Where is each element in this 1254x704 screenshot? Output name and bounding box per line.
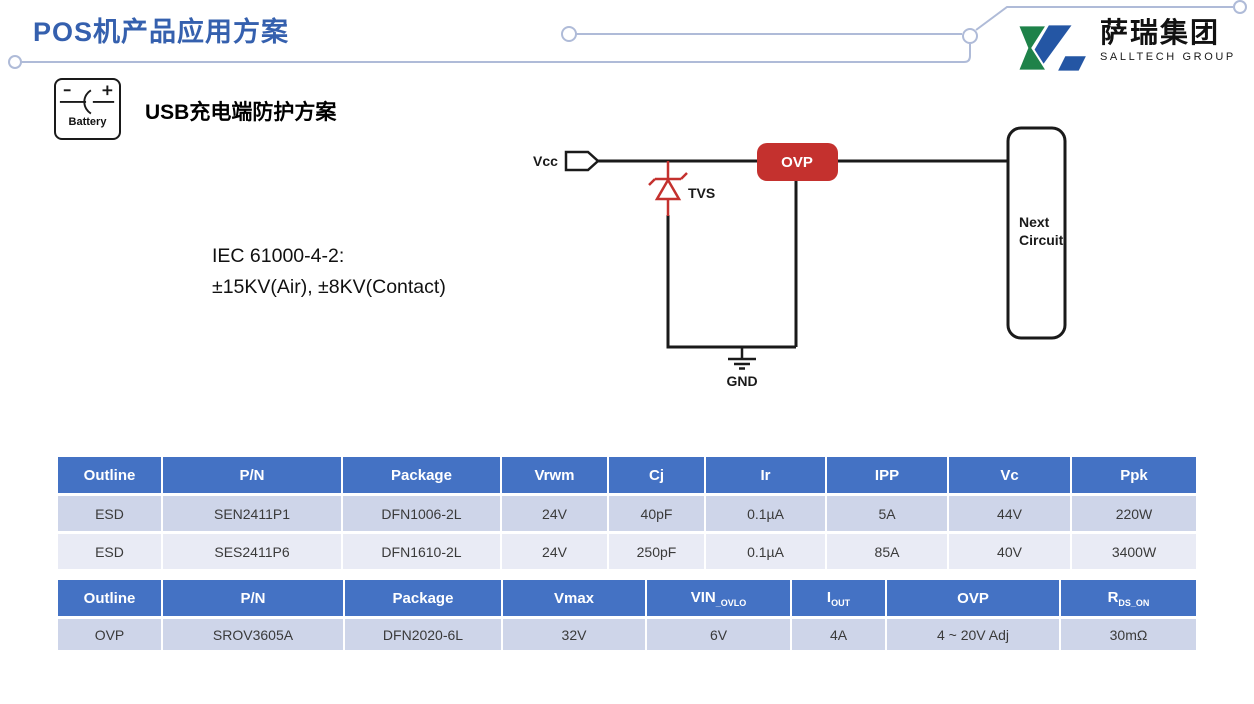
table-cell: SROV3605A xyxy=(163,616,345,650)
tvs-diode-icon xyxy=(648,161,688,216)
next-circuit-block xyxy=(1006,126,1067,340)
table-cell: 85A xyxy=(827,531,949,569)
table-cell: 250pF xyxy=(609,531,706,569)
iec-line1: IEC 61000-4-2: xyxy=(212,245,345,267)
table-cell: 0.1µA xyxy=(706,493,827,531)
table-cell: DFN2020-6L xyxy=(345,616,503,650)
heading-prefix: USB xyxy=(145,101,190,124)
deco-node-circle xyxy=(1233,0,1247,14)
logo-blue-foot xyxy=(1058,56,1086,71)
table-header-cell: RDS_ON xyxy=(1061,580,1196,616)
table-header-cell: Vrwm xyxy=(502,457,609,493)
vcc-label: Vcc xyxy=(533,153,558,169)
iec-line2: ±15KV(Air), ±8KV(Contact) xyxy=(212,276,446,298)
table-cell: 5A xyxy=(827,493,949,531)
wire-bottom-return xyxy=(666,215,796,349)
table-header-cell: Ir xyxy=(706,457,827,493)
logo-name-cn: 萨瑞集团 xyxy=(1100,17,1221,48)
iec-standard-note: IEC 61000-4-2: ±15KV(Air), ±8KV(Contact) xyxy=(212,241,446,303)
table-header-cell: IOUT xyxy=(792,580,887,616)
circuit-diagram: Vcc TVS OVP GND Next Circuit xyxy=(533,126,1067,389)
vcc-connector-icon xyxy=(564,150,600,172)
table-header-cell: P/N xyxy=(163,580,345,616)
table-header-cell: IPP xyxy=(827,457,949,493)
table-header-cell: Vc xyxy=(949,457,1072,493)
table-cell: SES2411P6 xyxy=(163,531,343,569)
table-cell: ESD xyxy=(58,493,163,531)
deco-long-line xyxy=(21,44,971,63)
ovp-label: OVP xyxy=(781,154,813,171)
logo-name-en: SALLTECH GROUP xyxy=(1100,51,1236,63)
deco-diagonal-line xyxy=(975,6,1233,31)
table-cell: 220W xyxy=(1072,493,1196,531)
table-header-cell: Outline xyxy=(58,457,163,493)
table-cell: 40V xyxy=(949,531,1072,569)
table-cell: 0.1µA xyxy=(706,531,827,569)
table-cell: SEN2411P1 xyxy=(163,493,343,531)
battery-symbol-icon xyxy=(59,85,114,115)
table-header-cell: Vmax xyxy=(503,580,647,616)
table-header-cell: Ppk xyxy=(1072,457,1196,493)
heading-rest: 充电端防护方案 xyxy=(189,100,337,124)
logo-green-sigma xyxy=(1018,24,1049,72)
table-header-cell: OVP xyxy=(887,580,1061,616)
table-header-cell: Cj xyxy=(609,457,706,493)
table-cell: DFN1006-2L xyxy=(343,493,502,531)
deco-node-circle xyxy=(962,28,978,44)
page-title: POS机产品应用方案 xyxy=(33,17,290,47)
ovp-block xyxy=(757,143,838,181)
table-cell: 44V xyxy=(949,493,1072,531)
table-cell: 24V xyxy=(502,531,609,569)
table-header-cell: VIN_OVLO xyxy=(647,580,792,616)
gnd-label: GND xyxy=(726,373,757,389)
table-cell: 6V xyxy=(647,616,792,650)
table-cell: 4A xyxy=(792,616,887,650)
table-cell: 3400W xyxy=(1072,531,1196,569)
section-heading: USB充电端防护方案 xyxy=(145,96,336,126)
table-header-cell: P/N xyxy=(163,457,343,493)
decorative-trace-lines xyxy=(8,0,1247,69)
deco-node-circle xyxy=(8,55,22,69)
table-header-cell: Package xyxy=(345,580,503,616)
table-cell: OVP xyxy=(58,616,163,650)
table-cell: 32V xyxy=(503,616,647,650)
table-cell: 24V xyxy=(502,493,609,531)
battery-icon: Battery xyxy=(54,78,121,140)
table-header-cell: Package xyxy=(343,457,502,493)
table-header-cell: Outline xyxy=(58,580,163,616)
deco-node-circle xyxy=(561,26,577,42)
next-circuit-label-line1: Next xyxy=(1019,214,1050,230)
logo-text: 萨瑞集团 SALLTECH GROUP xyxy=(1100,17,1236,64)
table-cell: 4 ~ 20V Adj xyxy=(887,616,1061,650)
next-circuit-label-line2: Circuit xyxy=(1019,232,1064,248)
ground-icon xyxy=(728,347,756,370)
battery-label: Battery xyxy=(68,116,107,128)
table-cell: 40pF xyxy=(609,493,706,531)
table-cell: DFN1610-2L xyxy=(343,531,502,569)
table-cell: ESD xyxy=(58,531,163,569)
table-cell: 30mΩ xyxy=(1061,616,1196,650)
salltech-logo-icon xyxy=(1018,24,1086,72)
company-logo: 萨瑞集团 SALLTECH GROUP xyxy=(1018,18,1236,72)
tvs-label: TVS xyxy=(688,185,715,201)
